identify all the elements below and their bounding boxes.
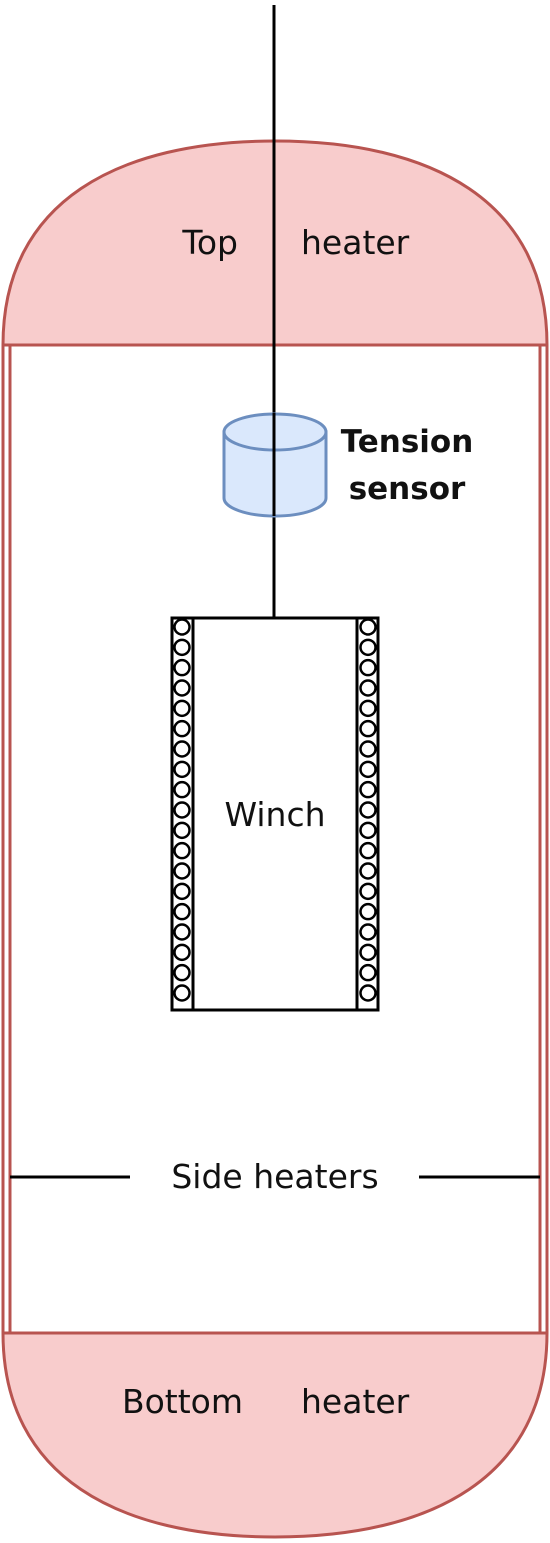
winch-left-coil-turn [173, 841, 191, 860]
winch-left-coil-turn [173, 882, 191, 901]
winch-left-coil-turn [173, 740, 191, 758]
winch-left-coil-turn [173, 862, 191, 880]
winch-left-coil-turn [173, 902, 191, 921]
bottom-heater [1, 1331, 549, 1539]
winch-left-coil-turn [173, 699, 191, 718]
winch-right-coil-turn [359, 658, 377, 677]
winch-left-coil-turn [173, 780, 191, 799]
winch [170, 616, 380, 1012]
winch-left-coil-turn [173, 943, 191, 962]
winch-right-coil-turn [359, 638, 377, 657]
winch-left-coil-turn [173, 760, 191, 779]
tension-sensor-label-line2: sensor [349, 471, 466, 507]
winch-right-coil-turn [359, 841, 377, 860]
winch-left-coil-turn [173, 618, 191, 636]
winch-right-coil-turn [359, 719, 377, 738]
tension-sensor-label-line1: Tension [341, 424, 474, 460]
winch-right-coil-turn [359, 740, 377, 758]
winch-right-coil-turn [359, 984, 377, 1002]
winch-left-coil-turn [173, 984, 191, 1002]
winch-left-coil-turn [173, 679, 191, 697]
winch-right-coil-turn [359, 882, 377, 901]
winch-right-coil-turn [359, 699, 377, 718]
winch-right-coil-turn [359, 923, 377, 941]
winch-left-coil-turn [173, 923, 191, 941]
bottom-heater-label-left: Bottom [122, 1382, 243, 1421]
winch-right-coil-turn [359, 780, 377, 799]
winch-right-coil [359, 618, 377, 1002]
winch-right-coil-turn [359, 679, 377, 697]
top-heater-label-left: Top [181, 223, 238, 262]
tension-sensor [222, 412, 328, 518]
winch-right-coil-turn [359, 902, 377, 921]
winch-left-coil-turn [173, 963, 191, 982]
bottom-heater-label-right: heater [301, 1382, 410, 1421]
winch-right-coil-turn [359, 760, 377, 779]
winch-left-coil-turn [173, 821, 191, 840]
winch-left-coil [173, 618, 191, 1002]
winch-right-coil-turn [359, 821, 377, 840]
winch-right-coil-turn [359, 618, 377, 636]
top-heater-label-right: heater [301, 223, 410, 262]
winch-right-coil-turn [359, 963, 377, 982]
winch-left-coil-turn [173, 658, 191, 677]
winch-left-coil-turn [173, 638, 191, 657]
winch-right-coil-turn [359, 862, 377, 880]
vessel-walls [1, 345, 549, 1333]
winch-left-coil-turn [173, 719, 191, 738]
winch-right-coil-turn [359, 801, 377, 819]
winch-label: Winch [224, 795, 325, 834]
winch-right-coil-turn [359, 943, 377, 962]
winch-left-coil-turn [173, 801, 191, 819]
side-heaters-label: Side heaters [171, 1157, 378, 1196]
